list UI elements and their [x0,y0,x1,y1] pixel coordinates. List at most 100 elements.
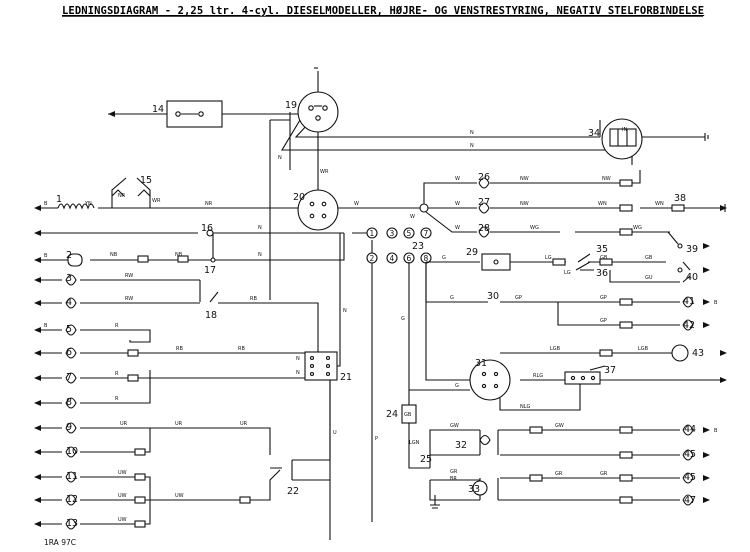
component-label-45a: 45 [684,449,696,460]
wire-code: UW [118,470,127,476]
component-label-21: 21 [340,372,352,383]
wire-code: B [714,428,718,434]
wire-code: U [333,430,337,436]
wire-code: NB [175,252,183,258]
component-label-35: 35 [596,244,608,255]
wire-code: BR [450,476,457,482]
connector-label-1: 1 [370,229,375,238]
wire-code: N [470,143,474,149]
component-21 [304,351,338,381]
wire-code: R [115,323,119,329]
wire-code: WN [598,201,607,207]
component-37 [564,365,606,385]
component-label-20: 20 [293,192,305,203]
wire-code: GU [645,275,653,281]
component-label-29: 29 [466,247,478,258]
component-label-7: 7 [66,372,72,383]
wire-code: GR [450,469,458,475]
wire-code: GW [555,423,564,429]
component-label-47: 47 [684,495,696,506]
wires-left [37,177,424,540]
bulb-symbols-left [65,253,83,530]
inline-connectors [127,229,251,528]
component-29 [481,253,511,271]
wire-code: NR [205,201,213,207]
wire-code: R [115,371,119,377]
component-label-26: 26 [478,172,490,183]
wire-code: GW [450,423,459,429]
component-24 [401,404,417,424]
wire-code: GP [515,295,522,301]
wire-code: LGB [638,346,649,352]
component-33 [472,480,488,496]
diagram-title: LEDNINGSDIAGRAM - 2,25 ltr. 4-cyl. DIESE… [62,5,704,17]
wire-code: W [455,225,460,231]
wire-code: UW [118,493,127,499]
connector-label-3: 3 [390,229,395,238]
component-label-30: 30 [487,291,499,302]
wire-code: B [44,201,48,207]
component-label-18: 18 [205,310,217,321]
wire-code: GR [600,471,608,477]
wire-code: GR [555,471,563,477]
wire-code: UW [118,517,127,523]
wire-code: WN [655,201,664,207]
wire-code: GB [404,412,412,418]
wire-code: UW [175,493,184,499]
component-label-8: 8 [66,397,72,408]
component-label-11: 11 [66,471,78,482]
connector-label-2: 2 [370,254,375,263]
wire-code: NLG [520,404,531,410]
component-label-3: 3 [66,273,72,284]
wire-code: LG [545,255,552,261]
component-label-23: 23 [412,241,424,252]
connector-circles [366,203,432,264]
wire-code: G [455,383,459,389]
wire-code: N [343,308,347,314]
wire-code: N [278,155,282,161]
arrows-left [34,205,41,527]
wire-code: UR [175,421,183,427]
component-label-40: 40 [686,272,698,283]
wire-code: N [296,356,300,362]
wire-code: GP [600,318,607,324]
wire-code: RLG [533,373,543,379]
wire-code: WR [152,198,161,204]
drawing-reference: 1RA 97C [44,538,76,547]
wire-code: NW [520,201,529,207]
component-label-12: 12 [66,494,78,505]
component-label-38: 38 [674,193,686,204]
wire-code: UR [240,421,248,427]
wire-code: NW [602,176,611,182]
component-label-39: 39 [686,244,698,255]
wire-code-labels: N N N N N N N N NW NW NW W W W W W WN WN… [44,127,718,523]
wires-right [408,170,726,509]
wire-code: W [354,201,359,207]
arrows-right [703,205,727,503]
wire-code: WG [530,225,539,231]
wire-code: YN [84,201,92,207]
component-label-27: 27 [478,197,490,208]
wire-code: LGN [409,440,420,446]
wire-code: WG [633,225,642,231]
wire-code: RB [250,296,257,302]
wire-code: NW [520,176,529,182]
connector-label-7: 7 [424,229,429,238]
wire-code: B [44,253,48,259]
wire-code: R [115,396,119,402]
component-label-25: 25 [420,454,432,465]
component-label-1: 1 [56,194,62,205]
component-label-22: 22 [287,486,299,497]
component-label-9: 9 [66,422,72,433]
component-label-28: 28 [478,223,490,234]
connector-label-5: 5 [407,229,412,238]
wire-code: B [44,323,48,329]
component-label-15: 15 [140,175,152,186]
component-label-33: 33 [468,484,480,495]
component-label-42: 42 [683,320,695,331]
component-label-43: 43 [692,348,704,359]
wire-code: LGB [550,346,561,352]
component-label-16: 16 [201,223,213,234]
wire-code: RW [125,273,133,279]
